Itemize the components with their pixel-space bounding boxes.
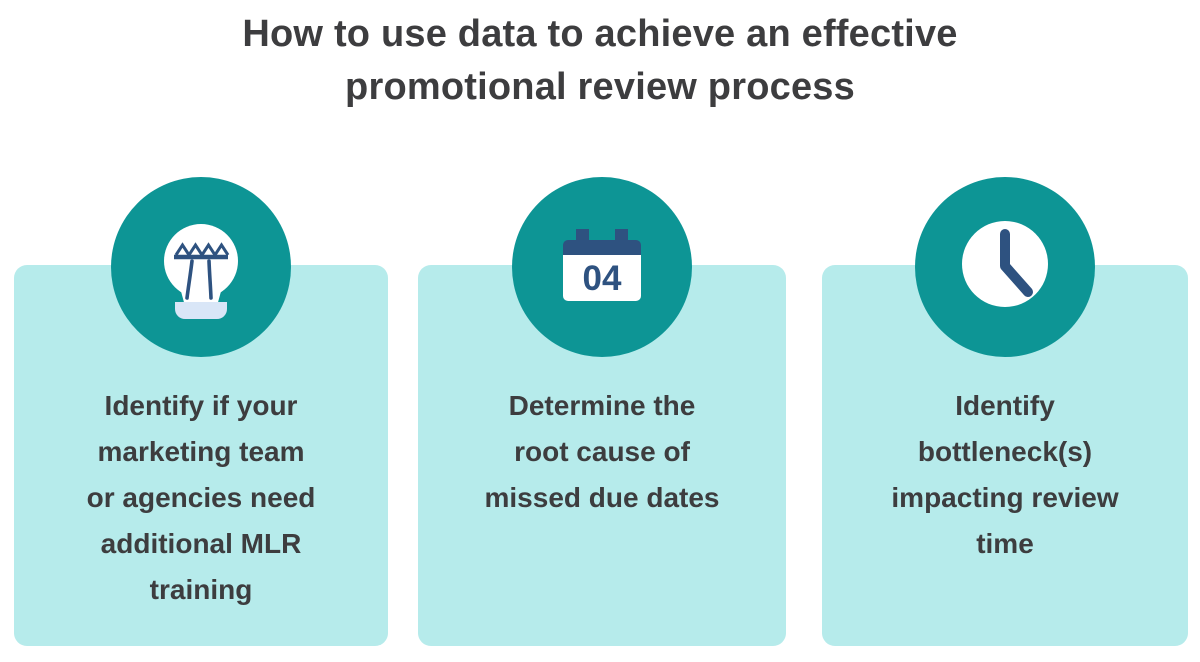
lightbulb-icon bbox=[164, 224, 238, 319]
page-title: How to use data to achieve an effective … bbox=[242, 13, 958, 108]
icon-badge-circle bbox=[111, 177, 291, 357]
calendar-icon: 04 bbox=[563, 229, 641, 301]
card-root-cause: 04 Determine the root cause of missed du… bbox=[418, 177, 786, 646]
icon-badge-circle bbox=[915, 177, 1095, 357]
card-text: Determine the root cause of missed due d… bbox=[484, 390, 720, 513]
card-text: Identify bottleneck(s) impacting review … bbox=[891, 390, 1119, 559]
card-bottlenecks: Identify bottleneck(s) impacting review … bbox=[822, 177, 1188, 646]
card-mlr-training: Identify if your marketing team or agenc… bbox=[14, 177, 388, 646]
card-text: Identify if your marketing team or agenc… bbox=[86, 390, 316, 605]
clock-icon bbox=[962, 221, 1048, 307]
icon-badge-circle: 04 bbox=[512, 177, 692, 357]
calendar-day-number: 04 bbox=[583, 259, 622, 298]
